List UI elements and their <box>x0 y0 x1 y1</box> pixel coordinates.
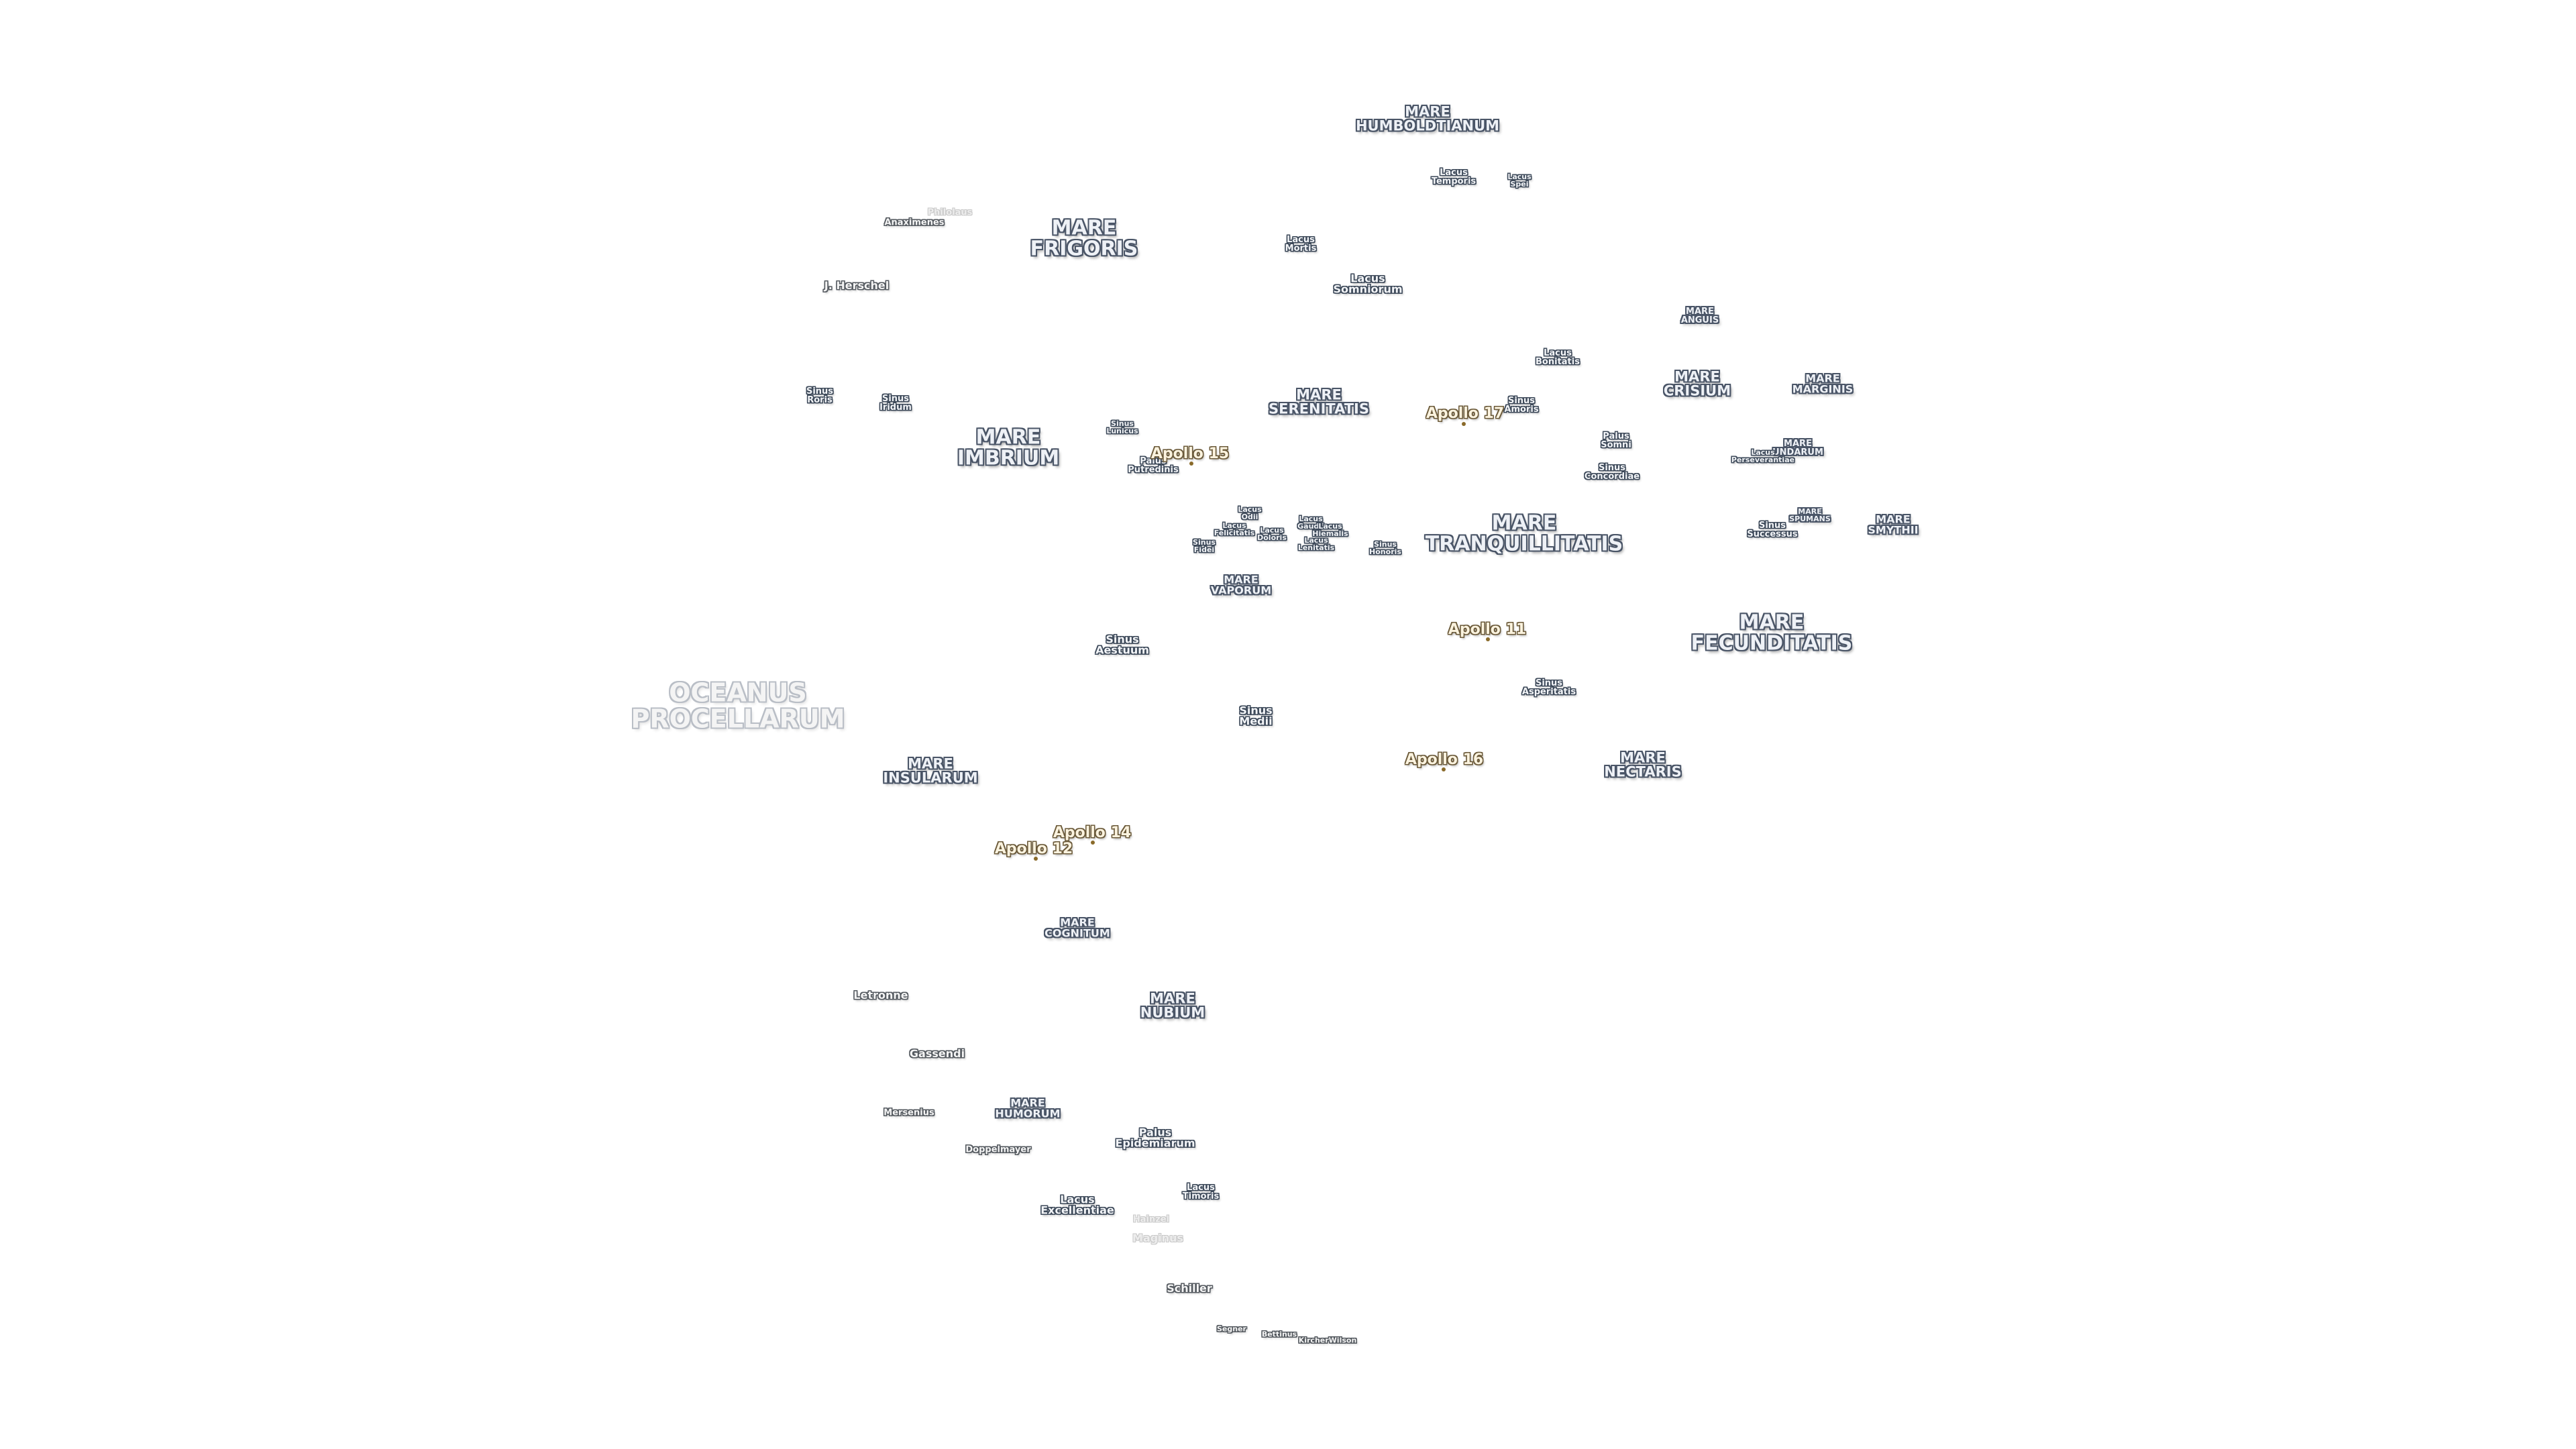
crater-hainzel-label: Hainzel <box>1132 1214 1170 1225</box>
mare-imbrium-label: MARE IMBRIUM <box>957 425 1060 470</box>
apollo-15-label: Apollo 15 <box>1150 445 1230 462</box>
mare-marginis-label: MARE MARGINIS <box>1792 372 1854 396</box>
lacus-excellentiae-label: Lacus Excellentiae <box>1040 1193 1114 1217</box>
crater-philolaus-label: Philolaus <box>927 207 973 218</box>
apollo-12-label: Apollo 12 <box>994 840 1073 857</box>
sinus-fidei-label: Sinus Fidei <box>1193 537 1216 554</box>
palus-epidemiarum-label: Palus Epidemiarum <box>1115 1126 1195 1150</box>
sinus-aestuum-label: Sinus Aestuum <box>1095 633 1149 657</box>
apollo-11-label: Apollo 11 <box>1448 621 1527 638</box>
lacus-mortis-label: Lacus Mortis <box>1285 234 1317 254</box>
crater-bettinus-label: Bettinus <box>1261 1330 1297 1339</box>
apollo-12-marker[interactable] <box>1034 857 1038 861</box>
apollo-14-marker[interactable] <box>1091 841 1095 845</box>
apollo-11-marker[interactable] <box>1486 637 1490 641</box>
lacus-bonitatis-label: Lacus Bonitatis <box>1536 347 1580 367</box>
lacus-felicitatis-label: Lacus Felicitatis <box>1214 521 1255 537</box>
crater-anaximenes-label: Anaximenes <box>884 217 945 228</box>
mare-nectaris-label: MARE NECTARIS <box>1604 749 1682 780</box>
palus-putredinis-label: Palus Putredinis <box>1128 455 1179 475</box>
mare-humorum-label: MARE HUMORUM <box>995 1096 1061 1120</box>
sinus-iridum-label: Sinus Iridum <box>879 393 912 413</box>
mare-spumans-label: MARE SPUMANS <box>1789 506 1831 523</box>
sinus-medii-label: Sinus Medii <box>1239 704 1273 728</box>
sinus-asperitatis-label: Sinus Asperitatis <box>1521 678 1576 697</box>
mare-fecunditatis-label: MARE FECUNDITATIS <box>1690 610 1853 655</box>
mare-anguis-label: MARE ANGUIS <box>1680 306 1719 325</box>
apollo-14-label: Apollo 14 <box>1053 824 1132 841</box>
mare-humboldtianum-label: MARE HUMBOLDTIANUM <box>1355 103 1500 134</box>
lacus-timoris-label: Lacus Timoris <box>1182 1182 1220 1201</box>
lacus-lenitatis-label: Lacus Lenitatis <box>1297 535 1335 552</box>
lacus-doloris-label: Lacus Doloris <box>1257 525 1287 542</box>
mare-smythii-label: MARE SMYTHII <box>1868 513 1919 537</box>
lacus-spei-label: Lacus Spei <box>1507 172 1532 189</box>
crater-maginus-label: Maginus <box>1132 1231 1183 1244</box>
apollo-17-label: Apollo 17 <box>1426 405 1505 422</box>
crater-mersenius-label: Mersenius <box>883 1108 934 1118</box>
mare-serenitatis-label: MARE SERENITATIS <box>1269 386 1369 417</box>
lacus-somniorum-label: Lacus Somniorum <box>1333 272 1403 296</box>
sinus-lunicus-label: Sinus Lunicus <box>1106 419 1138 435</box>
lacus-hiemalis-label: Lacus Hiemalis <box>1312 521 1348 538</box>
apollo-16-marker[interactable] <box>1442 767 1446 771</box>
crater-letronne-label: Letronne <box>853 988 908 1002</box>
mare-undarum-label: MARE UNDARUM <box>1772 438 1823 458</box>
apollo-17-marker[interactable] <box>1462 422 1466 426</box>
mare-nubium-label: MARE NUBIUM <box>1140 990 1205 1021</box>
crater-kircher-wilson-label: KircherWilson <box>1298 1336 1357 1345</box>
mare-crisium-label: MARE CRISIUM <box>1663 368 1731 399</box>
lacus-odii-label: Lacus Odii <box>1238 504 1262 521</box>
mare-tranquillitatis-label: MARE TRANQUILLITATIS <box>1425 511 1623 555</box>
sinus-honoris-label: Sinus Honoris <box>1369 539 1401 556</box>
mare-frigoris-label: MARE FRIGORIS <box>1030 216 1138 260</box>
mare-cognitum-label: MARE COGNITUM <box>1044 916 1110 940</box>
crater-j-herschel-label: J. Herschel <box>824 278 890 292</box>
lacus-perseverantiae-label: Lacus Perseverantiae <box>1731 447 1795 464</box>
sinus-successus-label: Sinus Successus <box>1747 520 1798 539</box>
crater-schiller-label: Schiller <box>1167 1281 1212 1295</box>
lacus-temporis-label: Lacus Temporis <box>1431 167 1477 186</box>
mare-vaporum-label: MARE VAPORUM <box>1210 573 1272 597</box>
apollo-16-label: Apollo 16 <box>1405 751 1484 768</box>
crater-segner-label: Segner <box>1217 1324 1246 1334</box>
palus-somni-label: Palus Somni <box>1601 431 1631 450</box>
sinus-roris-label: Sinus Roris <box>806 386 834 405</box>
crater-gassendi-label: Gassendi <box>909 1046 965 1060</box>
sinus-concordiae-label: Sinus Concordiae <box>1584 462 1640 482</box>
apollo-15-marker[interactable] <box>1189 462 1193 466</box>
oceanus-procellarum-label: OCEANUS PROCELLARUM <box>631 678 845 733</box>
lacus-gaudii-label: Lacus Gaudii <box>1297 514 1324 531</box>
sinus-amoris-label: Sinus Amoris <box>1504 395 1539 415</box>
mare-insularum-label: MARE INSULARUM <box>883 755 978 786</box>
crater-doppelmayer-label: Doppelmayer <box>965 1144 1031 1155</box>
